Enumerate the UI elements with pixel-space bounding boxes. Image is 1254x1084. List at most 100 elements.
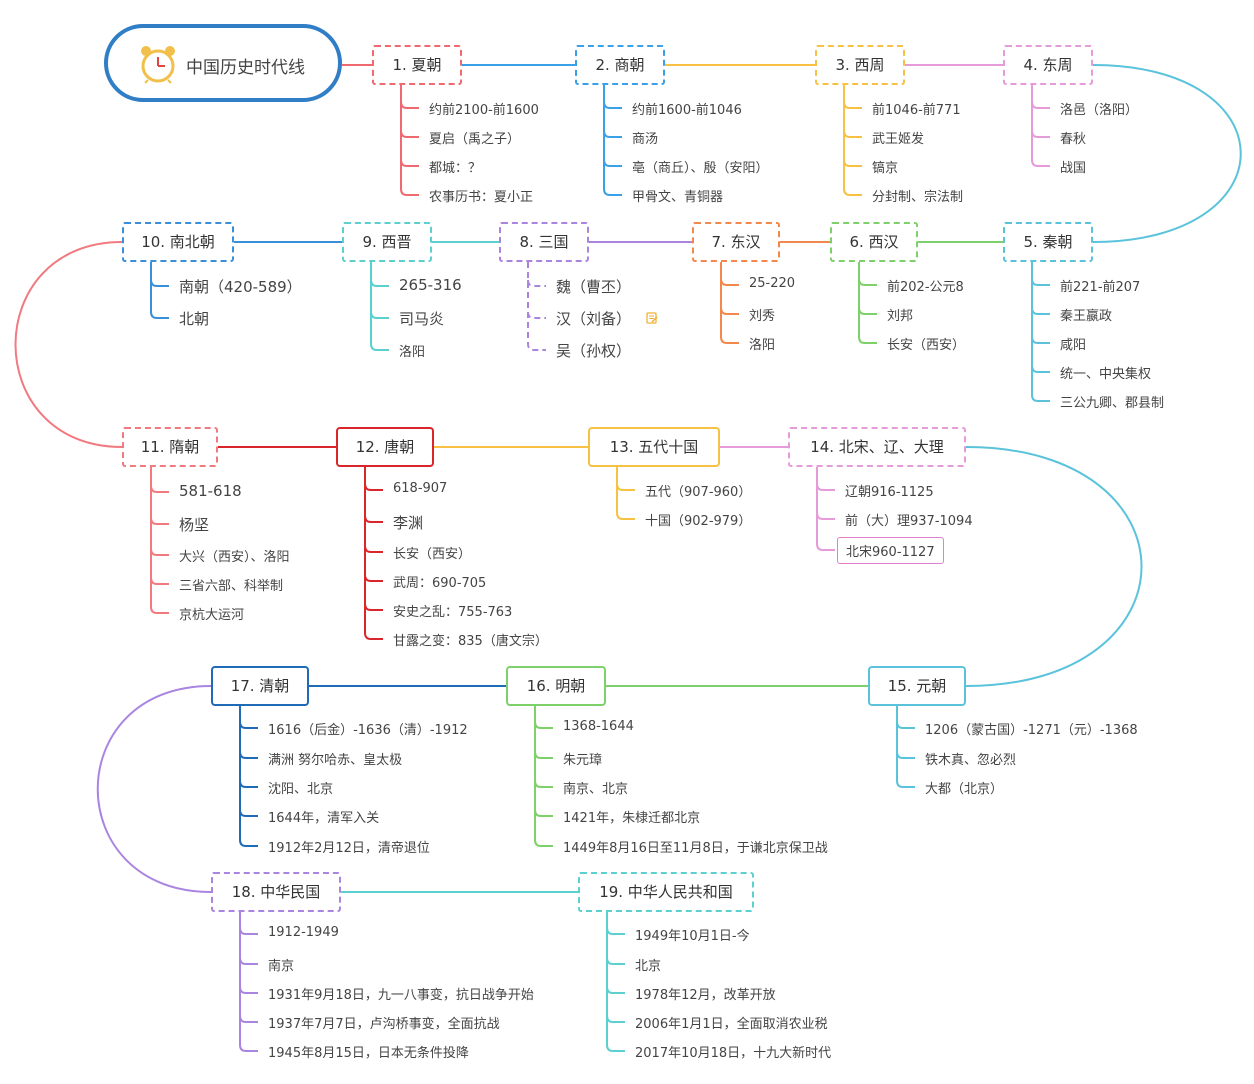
qin-item[interactable]: 三公九卿、郡县制 [1060,396,1165,411]
sui-item[interactable]: 大兴（西安）、洛阳 [179,550,290,565]
dongzhou-item[interactable]: 春秋 [1060,132,1087,147]
ming-item[interactable]: 1421年，朱棣迁都北京 [563,811,701,826]
qin-item[interactable]: 统一、中央集权 [1060,367,1152,382]
sanguo-item[interactable]: 汉（刘备） [556,310,632,328]
yuan-item[interactable]: 1206（蒙古国）-1271（元）-1368 [925,723,1138,738]
bei-item[interactable]: 北宋960-1127 [837,537,944,564]
xia-item[interactable]: 约前2100-前1600 [429,103,539,118]
ming-item[interactable]: 1368-1644 [563,719,634,734]
dynasty-node-minguo[interactable]: 18. 中华民国 [211,872,341,912]
dynasty-node-prc[interactable]: 19. 中华人民共和国 [578,872,754,912]
donghan-item[interactable]: 刘秀 [749,309,776,324]
xihan-item[interactable]: 长安（西安） [887,338,966,353]
minguo-item[interactable]: 1912-1949 [268,925,339,940]
dynasty-node-dongzhou[interactable]: 4. 东周 [1003,45,1093,85]
xizhou-item[interactable]: 前1046-前771 [872,103,961,118]
dongzhou-item[interactable]: 战国 [1060,161,1087,176]
prc-item[interactable]: 1949年10月1日-今 [635,929,750,944]
dynasty-node-shang[interactable]: 2. 商朝 [575,45,665,85]
nanbeichao-item[interactable]: 南朝（420-589） [179,278,302,296]
yuan-item[interactable]: 铁木真、忽必烈 [925,753,1017,768]
xia-item[interactable]: 都城：？ [429,161,482,176]
xizhou-item[interactable]: 镐京 [872,161,899,176]
dynasty-node-nanbeichao[interactable]: 10. 南北朝 [122,222,234,262]
qing-item[interactable]: 1644年，清军入关 [268,811,380,826]
prc-item[interactable]: 1978年12月，改革开放 [635,988,776,1003]
shang-item[interactable]: 约前1600-前1046 [632,103,742,118]
branch-xijin [370,262,389,351]
ming-item[interactable]: 1449年8月16日至11月8日，于谦北京保卫战 [563,841,828,856]
xia-item[interactable]: 夏启（禹之子） [429,132,521,147]
xizhou-item[interactable]: 分封制、宗法制 [872,190,964,205]
dynasty-node-qin[interactable]: 5. 秦朝 [1003,222,1093,262]
xia-item[interactable]: 农事历书：夏小正 [429,190,534,205]
twig-sui-2 [150,548,169,556]
qing-item[interactable]: 1912年2月12日，清帝退位 [268,841,430,856]
tang-item[interactable]: 李渊 [393,514,424,532]
dynasty-node-tang[interactable]: 12. 唐朝 [336,427,434,467]
dynasty-node-ming[interactable]: 16. 明朝 [506,666,606,706]
nanbeichao-item[interactable]: 北朝 [179,310,210,328]
wudai-item[interactable]: 五代（907-960） [645,485,752,500]
sui-item[interactable]: 京杭大运河 [179,608,245,623]
donghan-item[interactable]: 25-220 [749,276,796,291]
bei-item[interactable]: 前（大）理937-1094 [845,514,973,529]
prc-item[interactable]: 2017年10月18日，十九大新时代 [635,1046,832,1061]
tang-item[interactable]: 安史之乱：755-763 [393,605,513,620]
dongzhou-item[interactable]: 洛邑（洛阳） [1060,103,1139,118]
sui-item[interactable]: 杨坚 [179,516,210,534]
minguo-item[interactable]: 南京 [268,959,295,974]
dynasty-node-qing[interactable]: 17. 清朝 [211,666,309,706]
dynasty-node-bei[interactable]: 14. 北宋、辽、大理 [788,427,966,467]
dynasty-node-xihan[interactable]: 6. 西汉 [830,222,918,262]
sui-item[interactable]: 三省六部、科举制 [179,579,284,594]
minguo-item[interactable]: 1945年8月15日，日本无条件投降 [268,1046,469,1061]
dynasty-node-xijin[interactable]: 9. 西晋 [342,222,432,262]
twig-tang-2 [364,545,383,553]
qin-item[interactable]: 秦王嬴政 [1060,309,1113,324]
xijin-item[interactable]: 265-316 [399,276,462,294]
dynasty-node-sanguo[interactable]: 8. 三国 [499,222,589,262]
twig-sui-1 [150,517,169,525]
qing-item[interactable]: 1616（后金）-1636（清）-1912 [268,723,468,738]
xijin-item[interactable]: 洛阳 [399,345,426,360]
donghan-item[interactable]: 洛阳 [749,338,776,353]
dynasty-node-xizhou[interactable]: 3. 西周 [815,45,905,85]
prc-item[interactable]: 北京 [635,959,662,974]
qing-item[interactable]: 满洲 努尔哈赤、皇太极 [268,753,403,768]
ming-item[interactable]: 朱元璋 [563,753,603,768]
qin-item[interactable]: 前221-前207 [1060,280,1141,295]
wudai-item[interactable]: 十国（902-979） [645,514,752,529]
tang-item[interactable]: 甘露之变：835（唐文宗） [393,634,548,649]
minguo-item[interactable]: 1937年7月7日，卢沟桥事变，全面抗战 [268,1017,500,1032]
sanguo-item[interactable]: 魏（曹丕） [556,278,632,296]
tang-item[interactable]: 长安（西安） [393,547,472,562]
prc-item[interactable]: 2006年1月1日，全面取消农业税 [635,1017,828,1032]
tang-item[interactable]: 武周：690-705 [393,576,487,591]
dynasty-node-wudai[interactable]: 13. 五代十国 [588,427,720,467]
root-topic[interactable]: 中国历史时代线 [104,24,342,102]
minguo-item[interactable]: 1931年9月18日，九一八事变，抗日战争开始 [268,988,534,1003]
dynasty-node-xia[interactable]: 1. 夏朝 [372,45,462,85]
bei-item[interactable]: 辽朝916-1125 [845,485,934,500]
qing-item[interactable]: 沈阳、北京 [268,782,334,797]
connector-nanbeichao-sui [14,241,123,448]
xijin-item[interactable]: 司马炎 [399,310,445,328]
xihan-item[interactable]: 刘邦 [887,309,914,324]
note-icon[interactable] [646,312,658,324]
sui-item[interactable]: 581-618 [179,482,242,500]
dynasty-node-donghan[interactable]: 7. 东汉 [692,222,780,262]
qin-item[interactable]: 咸阳 [1060,338,1087,353]
xizhou-item[interactable]: 武王姬发 [872,132,925,147]
dynasty-node-yuan[interactable]: 15. 元朝 [868,666,966,706]
shang-item[interactable]: 亳（商丘）、殷（安阳） [632,161,769,176]
shang-item[interactable]: 甲骨文、青铜器 [632,190,724,205]
sanguo-item[interactable]: 吴（孙权） [556,342,632,360]
shang-item[interactable]: 商汤 [632,132,659,147]
xihan-item[interactable]: 前202-公元8 [887,280,964,295]
yuan-item[interactable]: 大都（北京） [925,782,1004,797]
dynasty-node-sui[interactable]: 11. 隋朝 [122,427,218,467]
ming-item[interactable]: 南京、北京 [563,782,629,797]
branch-minguo [239,912,258,1052]
tang-item[interactable]: 618-907 [393,481,448,496]
